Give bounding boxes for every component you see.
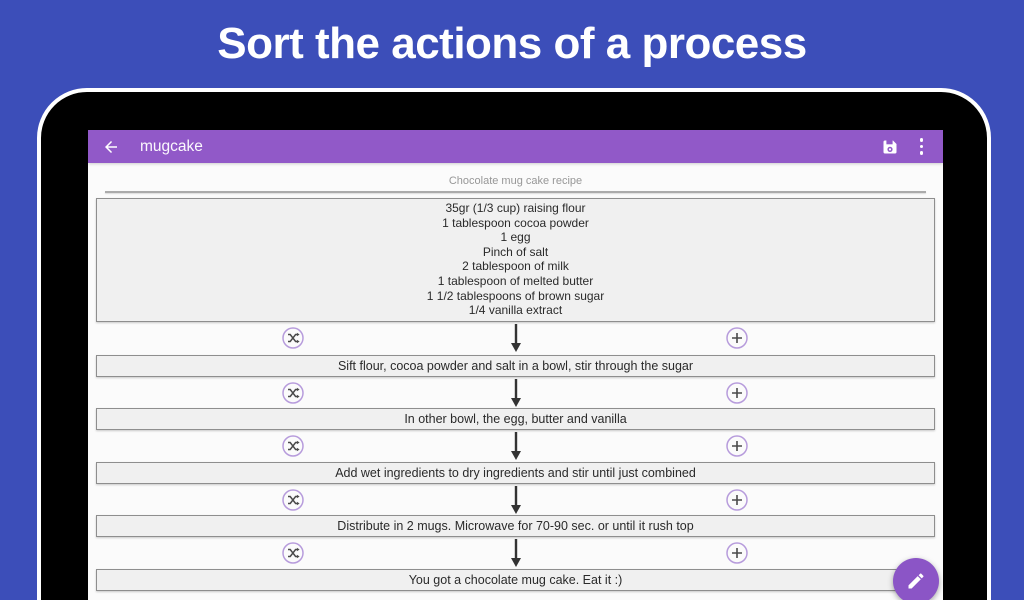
add-step-button[interactable] bbox=[726, 381, 748, 404]
arrow-left-icon bbox=[105, 140, 117, 153]
ingredient-line: 35gr (1/3 cup) raising flour bbox=[445, 201, 586, 215]
arrow-down-icon bbox=[510, 432, 521, 460]
connector-row bbox=[96, 377, 935, 409]
add-step-button[interactable] bbox=[726, 542, 748, 564]
add-step-button[interactable] bbox=[726, 488, 748, 511]
ingredient-line: 1 1/2 tablespoons of brown sugar bbox=[426, 288, 605, 303]
banner-title: Sort the actions of a process bbox=[217, 19, 807, 68]
add-step-button[interactable] bbox=[726, 435, 748, 457]
toolbar-title: mugcake bbox=[140, 137, 203, 155]
toolbar: mugcake bbox=[88, 130, 943, 163]
ingredient-line: 2 tablespoon of milk bbox=[462, 259, 569, 274]
step-box[interactable]: Add wet ingredients to dry ingredients a… bbox=[96, 461, 935, 484]
step-box[interactable]: Distribute in 2 mugs. Microwave for 70-9… bbox=[96, 515, 935, 538]
connector-row bbox=[96, 484, 935, 516]
ingredient-line: 1 tablespoon cocoa powder bbox=[442, 215, 589, 230]
flowchart-area: Chocolate mug cake recipe 35gr (1/3 cup)… bbox=[88, 175, 943, 591]
ingredient-line: 1 tablespoon of melted butter bbox=[437, 273, 594, 288]
overflow-menu-button[interactable] bbox=[913, 137, 930, 156]
floppy-disk-icon bbox=[883, 140, 896, 153]
arrow-down-icon bbox=[510, 324, 521, 353]
app-screen: mugcake Chocolate mug cake recipe 35gr (… bbox=[88, 130, 943, 600]
step-box[interactable]: In other bowl, the egg, butter and vanil… bbox=[96, 408, 935, 431]
shuffle-button[interactable] bbox=[282, 542, 304, 564]
step-box[interactable]: Sift flour, cocoa powder and salt in a b… bbox=[96, 354, 935, 377]
shuffle-button[interactable] bbox=[282, 327, 304, 349]
promo-banner: Sort the actions of a process bbox=[0, 0, 1024, 88]
process-title[interactable]: Chocolate mug cake recipe bbox=[448, 175, 583, 187]
dots-vertical-icon bbox=[919, 137, 924, 156]
shuffle-button[interactable] bbox=[282, 435, 304, 457]
ingredient-line: Pinch of salt bbox=[482, 244, 549, 259]
ingredients-block[interactable]: 35gr (1/3 cup) raising flour 1 tablespoo… bbox=[96, 198, 935, 322]
edit-fab[interactable] bbox=[893, 558, 939, 600]
back-button[interactable] bbox=[102, 138, 120, 156]
step-box[interactable]: You got a chocolate mug cake. Eat it :) bbox=[96, 568, 935, 591]
ingredient-line: 1 egg bbox=[500, 230, 531, 245]
shuffle-button[interactable] bbox=[282, 488, 304, 511]
save-button[interactable] bbox=[881, 138, 898, 155]
arrow-down-icon bbox=[510, 539, 521, 567]
add-step-button[interactable] bbox=[726, 327, 748, 349]
ingredient-line: 1/4 vanilla extract bbox=[468, 303, 563, 318]
connector-row bbox=[96, 537, 935, 569]
pencil-icon bbox=[908, 573, 924, 589]
arrow-down-icon bbox=[510, 485, 521, 514]
shuffle-button[interactable] bbox=[282, 381, 304, 404]
title-underline bbox=[105, 191, 926, 193]
arrow-down-icon bbox=[510, 378, 521, 407]
connector-row bbox=[96, 322, 935, 355]
connector-row bbox=[96, 430, 935, 462]
